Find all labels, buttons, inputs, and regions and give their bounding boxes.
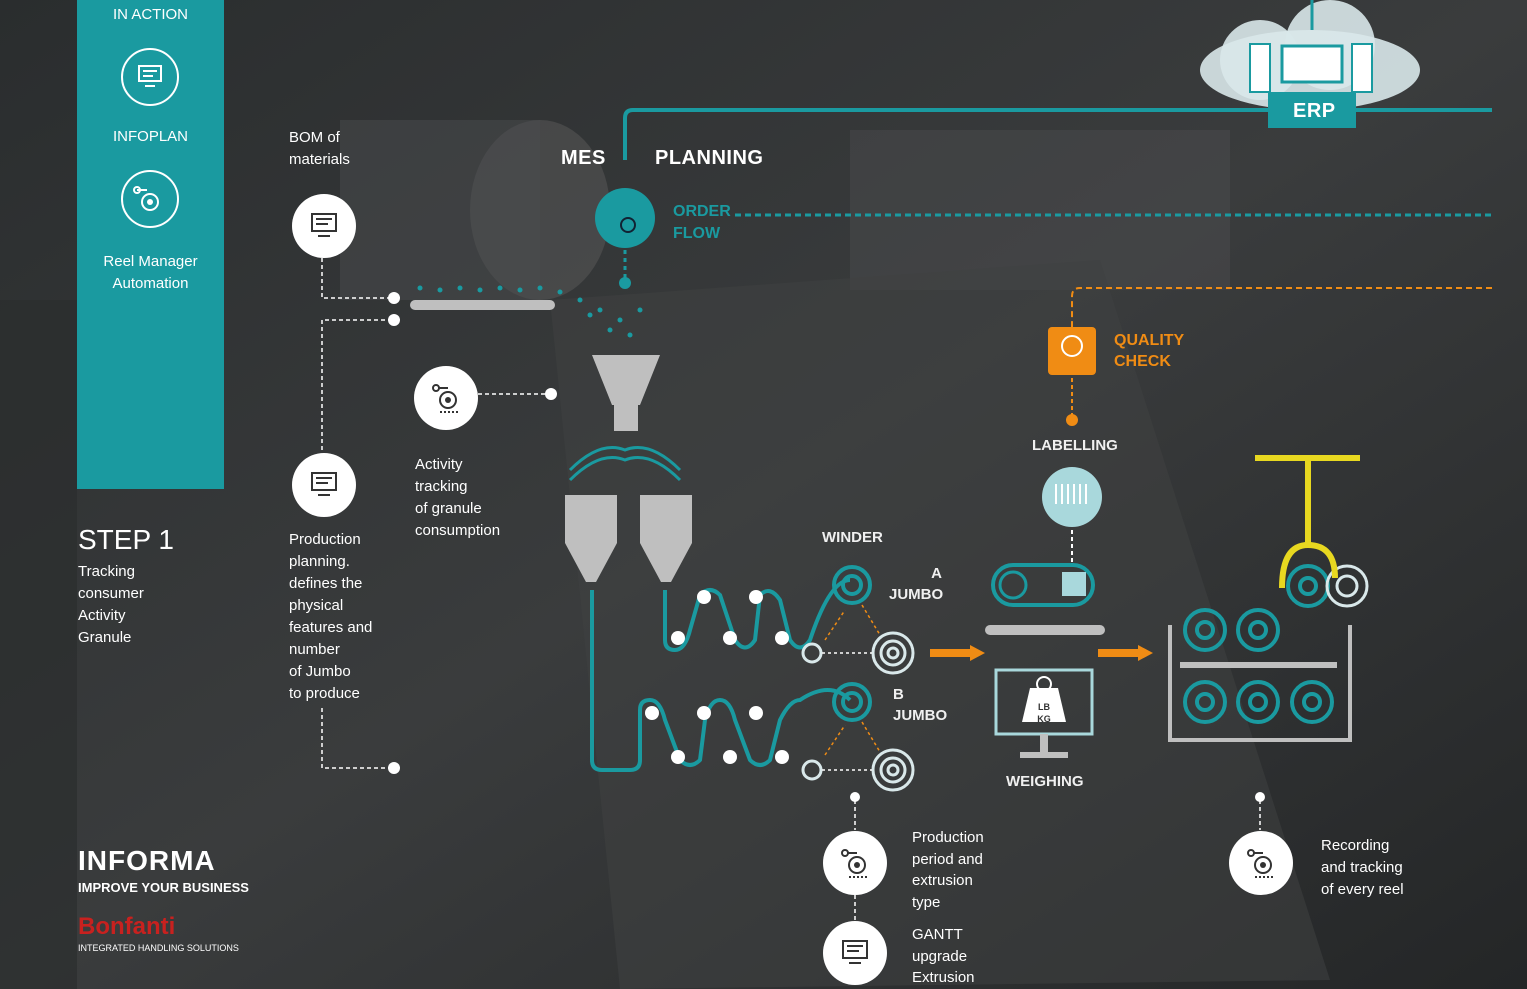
informa-tagline: IMPROVE YOUR BUSINESS: [78, 880, 249, 895]
planning-monitor-icon[interactable]: [292, 453, 356, 517]
scale-units-label: LB KG: [1037, 702, 1051, 724]
recording-reel-icon[interactable]: [1229, 831, 1293, 895]
production-period-reel-icon[interactable]: [823, 831, 887, 895]
bonfanti-logo: Bonfanti: [78, 913, 176, 940]
weighing-label: WEIGHING: [1006, 773, 1084, 790]
bom-monitor-icon[interactable]: [292, 194, 356, 258]
planning-label: PLANNING: [655, 147, 764, 169]
sidebar-item-infoplan[interactable]: INFOPLAN: [112, 128, 188, 145]
informa-logo: INFORMA: [78, 845, 216, 876]
bonfanti-tagline: INTEGRATED HANDLING SOLUTIONS: [78, 943, 239, 953]
recording-label: Recording and tracking of every reel: [1321, 837, 1404, 898]
mes-label: MES: [561, 147, 606, 169]
monitor-icon[interactable]: [121, 48, 179, 106]
production-period-label: Production period and extrusion type: [912, 829, 984, 911]
jumbo-a-label: A JUMBO: [889, 565, 944, 603]
gantt-monitor-icon[interactable]: [823, 921, 887, 985]
activity-reel-icon[interactable]: [414, 366, 478, 430]
quality-check-label: QUALITY CHECK: [1114, 332, 1185, 370]
bom-label: BOM of materials: [289, 129, 350, 168]
gantt-label: GANTT upgrade Extrusion: [912, 926, 975, 986]
sidebar-item-reel-manager[interactable]: Reel Manager Automation: [103, 253, 198, 292]
erp-label: ERP: [1293, 100, 1336, 122]
labelling-label: LABELLING: [1032, 437, 1118, 454]
step-title: STEP 1: [78, 524, 174, 555]
order-flow-label: ORDER FLOW: [673, 203, 731, 242]
winder-label: WINDER: [822, 529, 883, 546]
sidebar: IN ACTION INFOPLAN Reel Manager Automati…: [77, 0, 224, 489]
reel-icon[interactable]: [121, 170, 179, 228]
step-subtitle: Tracking consumer Activity Granule: [78, 563, 144, 646]
activity-tracking-label: Activity tracking of granule consumption: [415, 456, 501, 539]
production-planning-label: Production planning. defines the physica…: [289, 531, 373, 702]
sidebar-heading: IN ACTION: [112, 6, 188, 23]
jumbo-b-label: B JUMBO: [893, 686, 948, 724]
